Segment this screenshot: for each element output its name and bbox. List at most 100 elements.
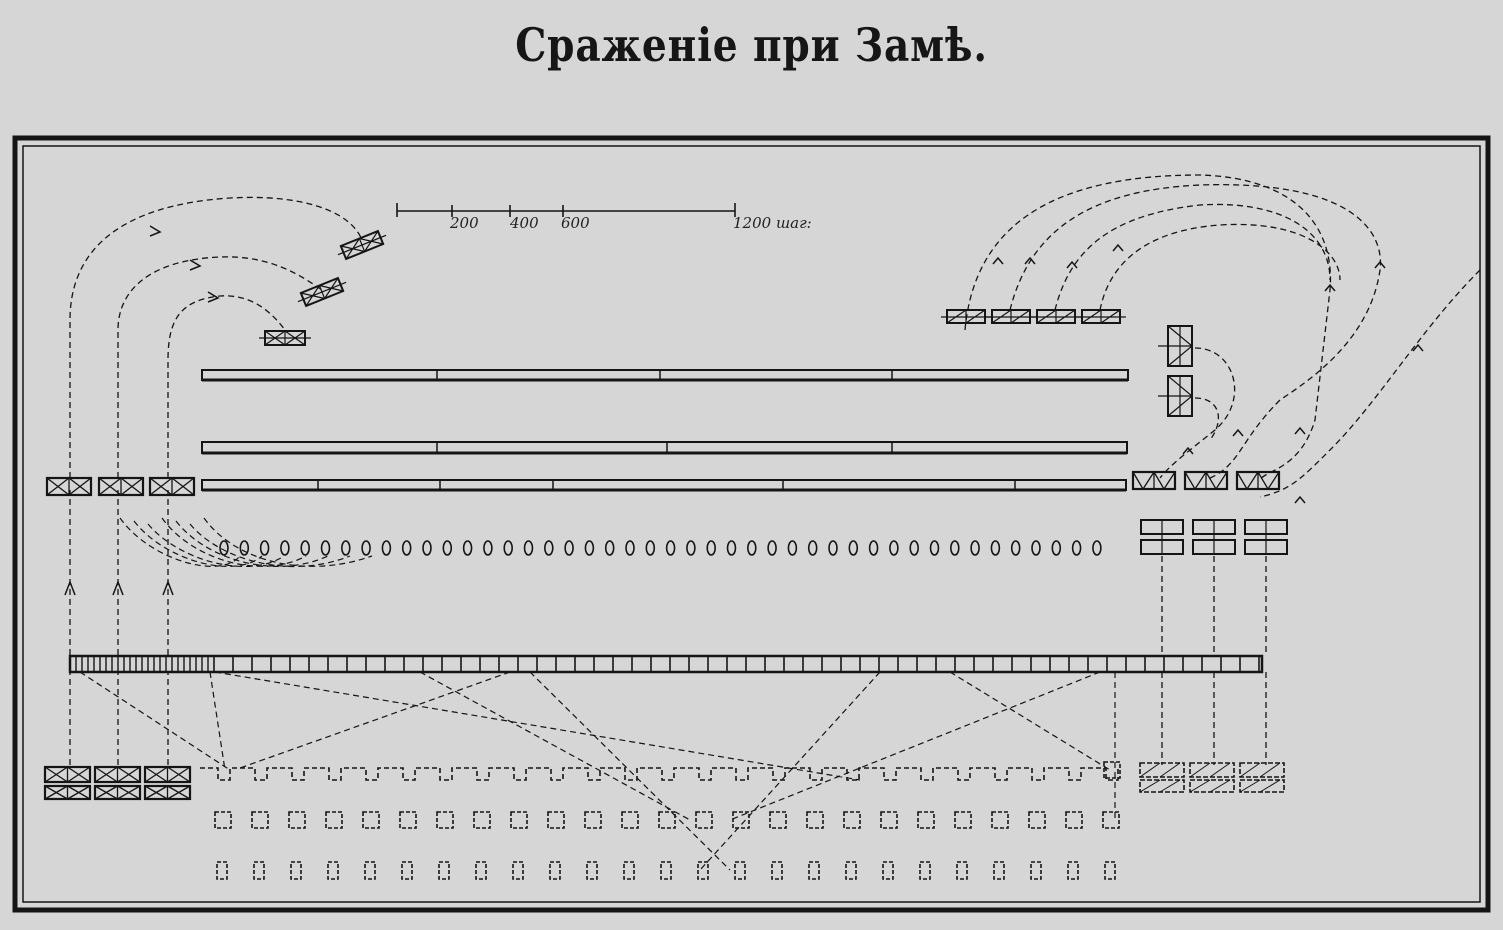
elephant [949, 540, 960, 556]
carthaginian-cavalry-left-hatch [149, 477, 173, 496]
elephant [868, 540, 879, 556]
carthaginian-cavalry-left-hatch [68, 477, 92, 496]
hastati-maniple-end [1103, 761, 1121, 779]
numidian-cavalry [1189, 779, 1235, 793]
cavalry-pursuit-path [167, 295, 286, 478]
arrow-icon [1182, 446, 1194, 455]
triarii-maniple [512, 861, 524, 880]
triarii-maniple [253, 861, 265, 880]
principes-maniple [806, 811, 824, 829]
triarii-maniple [660, 861, 672, 880]
scale-label-400: 400 [509, 214, 539, 232]
principes-maniple [325, 811, 343, 829]
triarii-maniple [734, 861, 746, 880]
elephant [848, 540, 859, 556]
roman-cavalry-left-hatch [67, 785, 91, 800]
elephant [543, 540, 554, 556]
cavalry-pursuit-path [1009, 184, 1382, 479]
triarii-maniple [1104, 861, 1116, 880]
elephant [706, 540, 717, 556]
map-title: Сраженіе при Замѣ. [515, 18, 988, 72]
elephant [665, 540, 676, 556]
principes-maniple [1028, 811, 1046, 829]
triarii-maniple [549, 861, 561, 880]
triarii-maniple [401, 861, 413, 880]
cavalry-right-v [1184, 470, 1228, 491]
cavalry-right-v [1236, 470, 1280, 491]
triarii-maniple [1067, 861, 1079, 880]
numidian-hatch [1239, 762, 1281, 793]
scale-label-600: 600 [561, 214, 590, 232]
formation-line [79, 671, 1116, 871]
principes-maniple [880, 811, 898, 829]
numidian-cavalry [1239, 762, 1285, 778]
elephant [584, 540, 595, 556]
triarii-maniple [993, 861, 1005, 880]
roman-cavalry-left-hatch [117, 785, 141, 800]
elephant [909, 540, 920, 556]
elephant [239, 540, 250, 556]
principes-maniple [732, 811, 750, 829]
elephant-rout-path [161, 517, 307, 567]
elephant [523, 540, 534, 556]
roman-cavalry-left-hatch [67, 766, 91, 783]
elephant [483, 540, 493, 556]
elephant [767, 540, 777, 556]
elephant [300, 540, 311, 556]
elephant [280, 540, 290, 556]
elephant [381, 540, 392, 556]
elephant [929, 540, 940, 556]
principes-maniple [917, 811, 935, 829]
principes-maniple [547, 811, 565, 829]
arrow-icon [1374, 260, 1386, 269]
roman-cavalry-left-hatch [44, 785, 69, 800]
arrow-icon [992, 256, 1004, 265]
elephant [340, 540, 351, 556]
roman-cavalry-left-hatch [94, 766, 119, 783]
elephant-rout-path [147, 523, 285, 568]
elephant [787, 540, 798, 556]
triarii-maniple [586, 861, 598, 880]
triarii-maniple [327, 861, 339, 880]
elephant-rout-path [175, 520, 329, 567]
elephant [726, 540, 737, 556]
triarii-maniple [956, 861, 968, 880]
elephant [686, 540, 696, 556]
principes-maniple [954, 811, 972, 829]
principes-maniple [584, 811, 602, 829]
triarii-maniple [808, 861, 820, 880]
cavalry-upper-right-hatch [1076, 309, 1126, 324]
elephant [259, 540, 270, 556]
principes-maniple [288, 811, 306, 829]
cavalry-pursuit-path [1159, 347, 1236, 479]
elephant [1051, 540, 1062, 556]
elephant [361, 540, 371, 556]
roman-cavalry-left-hatch [144, 785, 169, 800]
scale-label-200: 200 [449, 214, 479, 232]
scale-label-1200: 1200 шаг: [733, 214, 812, 232]
triarii-maniple [290, 861, 302, 880]
fleeing-cavalry-hatch [297, 277, 347, 307]
numidian-cavalry [1139, 779, 1185, 793]
elephant [442, 540, 453, 556]
principes-maniple [399, 811, 417, 829]
triarii-maniple [364, 861, 376, 880]
principes-maniple [473, 811, 491, 829]
triarii-maniple [623, 861, 635, 880]
elephant-rout-path [133, 520, 263, 567]
roman-cavalry-left-hatch [117, 766, 141, 783]
elephant [807, 540, 818, 556]
cavalry-pursuit-path [1259, 269, 1481, 498]
roman-cavalry-left-hatch [167, 785, 191, 800]
elephant [645, 540, 656, 556]
numidian-cavalry [1139, 762, 1185, 778]
principes-maniple [621, 811, 639, 829]
principes-maniple [769, 811, 787, 829]
triarii-maniple [771, 861, 783, 880]
triarii-maniple [919, 861, 931, 880]
inner-frame [22, 145, 1481, 903]
elephant [1031, 540, 1041, 556]
numidian-cavalry [1189, 762, 1235, 778]
carthaginian-second-line [201, 441, 1128, 454]
cavalry-vertical-hatch [1158, 325, 1193, 367]
